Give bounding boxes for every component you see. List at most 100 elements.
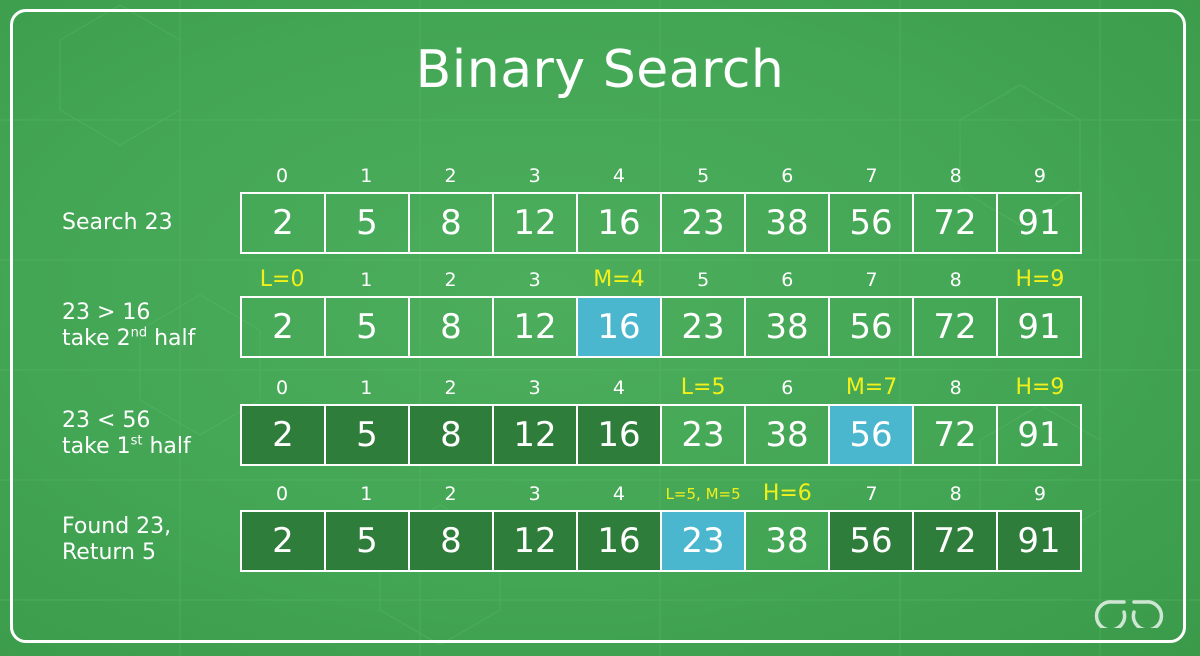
step-label-text: Found 23,: [62, 514, 172, 539]
pointer-label: H=6: [762, 481, 812, 506]
border-frame: [10, 9, 1186, 643]
array-cell-excluded: 16: [576, 406, 660, 464]
index-label: 2: [444, 483, 457, 505]
index-label: 6: [781, 269, 794, 291]
array-cell: 16: [576, 194, 660, 252]
array-cell: 23: [660, 298, 744, 356]
index-label: 1: [360, 483, 373, 505]
array-cell-mid: 56: [828, 406, 912, 464]
array-cell: 5: [324, 194, 408, 252]
index-label: 0: [276, 377, 289, 399]
step-label-line: Search 23: [62, 210, 232, 236]
index-label: 7: [865, 483, 878, 505]
step-label-text: Return 5: [62, 540, 156, 565]
array-cell-excluded: 91: [996, 512, 1080, 570]
array-cell-excluded: 72: [912, 512, 996, 570]
index-label: 1: [360, 269, 373, 291]
index-label: 5: [697, 269, 710, 291]
array-cell: 23: [660, 406, 744, 464]
step-label-line: 23 > 16: [62, 300, 232, 326]
array-cell: 91: [996, 194, 1080, 252]
ordinal-suffix: st: [130, 433, 143, 449]
array-cell: 2: [272, 203, 294, 243]
array-cell-excluded: 5: [324, 406, 408, 464]
index-label: 3: [528, 483, 541, 505]
ordinal-suffix: nd: [130, 325, 148, 341]
array-cell-excluded: 2: [242, 406, 324, 464]
index-label: 9: [1033, 165, 1046, 187]
array-cell: 38: [744, 512, 828, 570]
array-cell: 5: [324, 298, 408, 356]
array-cell: 72: [912, 406, 996, 464]
index-label: 0: [276, 483, 289, 505]
array-cell-excluded: 12: [492, 406, 576, 464]
pointer-label: M=4: [593, 267, 645, 292]
array-cell: 91: [996, 406, 1080, 464]
array-cell: 12: [492, 298, 576, 356]
pointer-label: H=9: [1015, 375, 1065, 400]
pointer-label: L=5, M=5: [665, 485, 741, 503]
index-label: 6: [781, 377, 794, 399]
index-label: 4: [612, 377, 625, 399]
step-label-text: take 1: [62, 434, 131, 459]
array-cell: 2: [272, 307, 294, 347]
array-cell: 8: [408, 298, 492, 356]
index-label: 4: [612, 483, 625, 505]
array-cell: 72: [912, 194, 996, 252]
pointer-label: L=0: [259, 267, 305, 292]
array-cell: 72: [912, 298, 996, 356]
array-cell: 56: [828, 298, 912, 356]
step-label-text: 23 > 16: [62, 300, 151, 325]
step-label-text: Search 23: [62, 210, 173, 235]
step-label-line: Return 5: [62, 540, 232, 566]
array-cell-mid: 16: [576, 298, 660, 356]
index-label: 8: [949, 269, 962, 291]
step-label: Search 23: [62, 210, 232, 236]
array-cell-excluded: 8: [408, 406, 492, 464]
array-cell-excluded: 2: [242, 512, 324, 570]
index-label: 0: [276, 165, 289, 187]
index-label: 3: [528, 377, 541, 399]
array-cell-excluded: 12: [492, 512, 576, 570]
index-label: 4: [612, 165, 625, 187]
index-label: 7: [865, 165, 878, 187]
array-cell-excluded: 5: [324, 512, 408, 570]
index-label: 2: [444, 269, 457, 291]
index-label: 7: [865, 269, 878, 291]
step-label-text: half: [142, 434, 191, 459]
pointer-label: H=9: [1015, 267, 1065, 292]
index-label: 2: [444, 377, 457, 399]
array-cell: 38: [744, 406, 828, 464]
index-label: 2: [444, 165, 457, 187]
step-label-line: take 2nd half: [62, 326, 232, 352]
step-label-line: 23 < 56: [62, 408, 232, 434]
array-cell-excluded: 8: [408, 512, 492, 570]
array-cell: 8: [408, 194, 492, 252]
step-label-text: take 2: [62, 326, 131, 351]
step-label: Found 23,Return 5: [62, 514, 232, 566]
index-label: 1: [360, 165, 373, 187]
array-cell: 23: [660, 194, 744, 252]
array-cell: 38: [744, 194, 828, 252]
array-cell: 56: [828, 194, 912, 252]
array-cell-excluded: 16: [576, 512, 660, 570]
index-label: 9: [1033, 483, 1046, 505]
array-cell-excluded: 56: [828, 512, 912, 570]
array-cell: 12: [492, 194, 576, 252]
step-label-text: 23 < 56: [62, 408, 151, 433]
page-title: Binary Search: [415, 40, 785, 100]
